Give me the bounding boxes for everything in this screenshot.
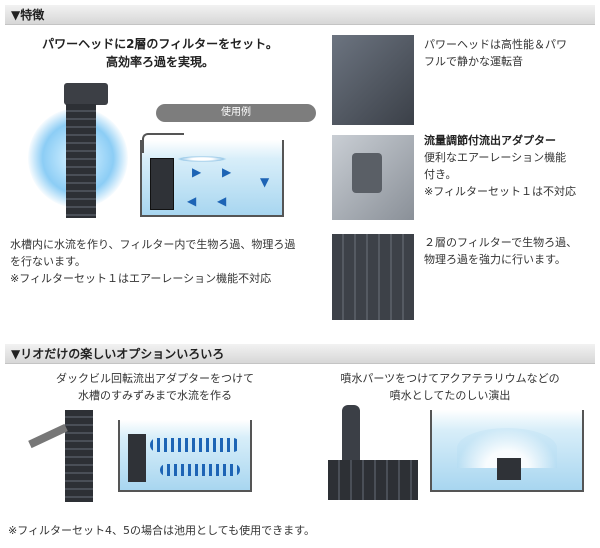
powerhead-line: パワーヘッドは高性能＆パワ	[424, 38, 567, 51]
features-left-text: 水槽内に水流を作り、フィルター内で生物ろ過、物理ろ過 を行ないます。 ※フィルタ…	[10, 236, 330, 287]
options-section-header: ▼リオだけの楽しいオプションいろいろ	[5, 344, 595, 364]
fountain-caption-line: 噴水パーツをつけてアクアテラリウムなどの	[340, 372, 560, 385]
filter-in-tank	[497, 458, 521, 480]
adapter-line: 便利なエアーレーション機能	[424, 151, 567, 164]
left-text-line: を行ないます。	[10, 255, 86, 268]
flow-arrow-right-icon: ▶	[192, 165, 202, 179]
usage-example-badge: 使用例	[156, 104, 316, 122]
features-section-header: ▼特徴	[5, 5, 595, 25]
filter-pipe-shape	[142, 133, 184, 153]
duckbill-nozzle-shape	[28, 423, 68, 449]
adapter-shape	[352, 153, 382, 193]
options-footnote: ※フィルターセット4、5の場合は池用としても使用できます。	[8, 524, 316, 537]
features-headline: パワーヘッドに2層のフィルターをセット。 高効率ろ過を実現。	[40, 35, 280, 71]
filter-body-shape	[66, 104, 96, 218]
fountain-caption-line: 噴水としてたのしい演出	[389, 389, 511, 402]
flow-arrow-left-icon: ◀	[217, 194, 227, 208]
water-flow-burst	[177, 156, 227, 162]
feature-item-adapter: 流量調節付流出アダプター 便利なエアーレーション機能 付き。 ※フィルターセット…	[424, 132, 594, 200]
two-layer-line: ２層のフィルターで生物ろ過、	[424, 236, 578, 249]
fountain-tank-diagram	[430, 410, 584, 492]
two-layer-filter-photo	[332, 234, 414, 320]
duckbill-product-image	[20, 410, 110, 505]
two-layer-line: 物理ろ過を強力に行います。	[424, 253, 566, 266]
option-duckbill-caption: ダックビル回転流出アダプターをつけて 水槽のすみずみまで水流を作る	[20, 370, 290, 404]
fountain-product-image	[320, 405, 420, 515]
left-text-line: 水槽内に水流を作り、フィルター内で生物ろ過、物理ろ過	[10, 238, 296, 251]
feature-item-two-layer: ２層のフィルターで生物ろ過、 物理ろ過を強力に行います。	[424, 234, 594, 268]
headline-line-2: 高効率ろ過を実現。	[105, 55, 214, 69]
filter-in-tank	[150, 158, 174, 210]
filter-in-tank	[128, 434, 146, 482]
spiral-flow-bottom	[160, 464, 240, 476]
left-text-line: ※フィルターセット１はエアーレーション機能不対応	[10, 272, 272, 285]
duckbill-caption-line: 水槽のすみずみまで水流を作る	[78, 389, 232, 402]
headline-line-1: パワーヘッドに2層のフィルターをセット。	[42, 37, 278, 51]
filter-body-shape	[65, 410, 93, 502]
powerhead-line: フルで静かな運転音	[424, 55, 523, 68]
powerhead-shape	[64, 83, 108, 105]
feature-item-powerhead: パワーヘッドは高性能＆パワ フルで静かな運転音	[424, 36, 594, 70]
filter-product-image	[28, 78, 128, 218]
spiral-flow-top	[150, 438, 240, 452]
fountain-nozzle-shape	[342, 405, 360, 460]
tank-diagram: ▶ ▶ ▼ ◀ ◀	[140, 140, 284, 217]
filter-body-shape	[328, 460, 418, 500]
adapter-line: ※フィルターセット１は不対応	[424, 185, 576, 198]
flow-arrow-left-icon: ◀	[187, 194, 197, 208]
adapter-photo	[332, 135, 414, 220]
flow-arrow-down-icon: ▼	[260, 175, 270, 189]
powerhead-photo	[332, 35, 414, 125]
adapter-title: 流量調節付流出アダプター	[424, 134, 556, 147]
duckbill-tank-diagram	[118, 420, 252, 492]
duckbill-caption-line: ダックビル回転流出アダプターをつけて	[56, 372, 254, 385]
option-fountain-caption: 噴水パーツをつけてアクアテラリウムなどの 噴水としてたのしい演出	[310, 370, 590, 404]
adapter-line: 付き。	[424, 168, 457, 181]
flow-arrow-right-icon: ▶	[222, 165, 232, 179]
